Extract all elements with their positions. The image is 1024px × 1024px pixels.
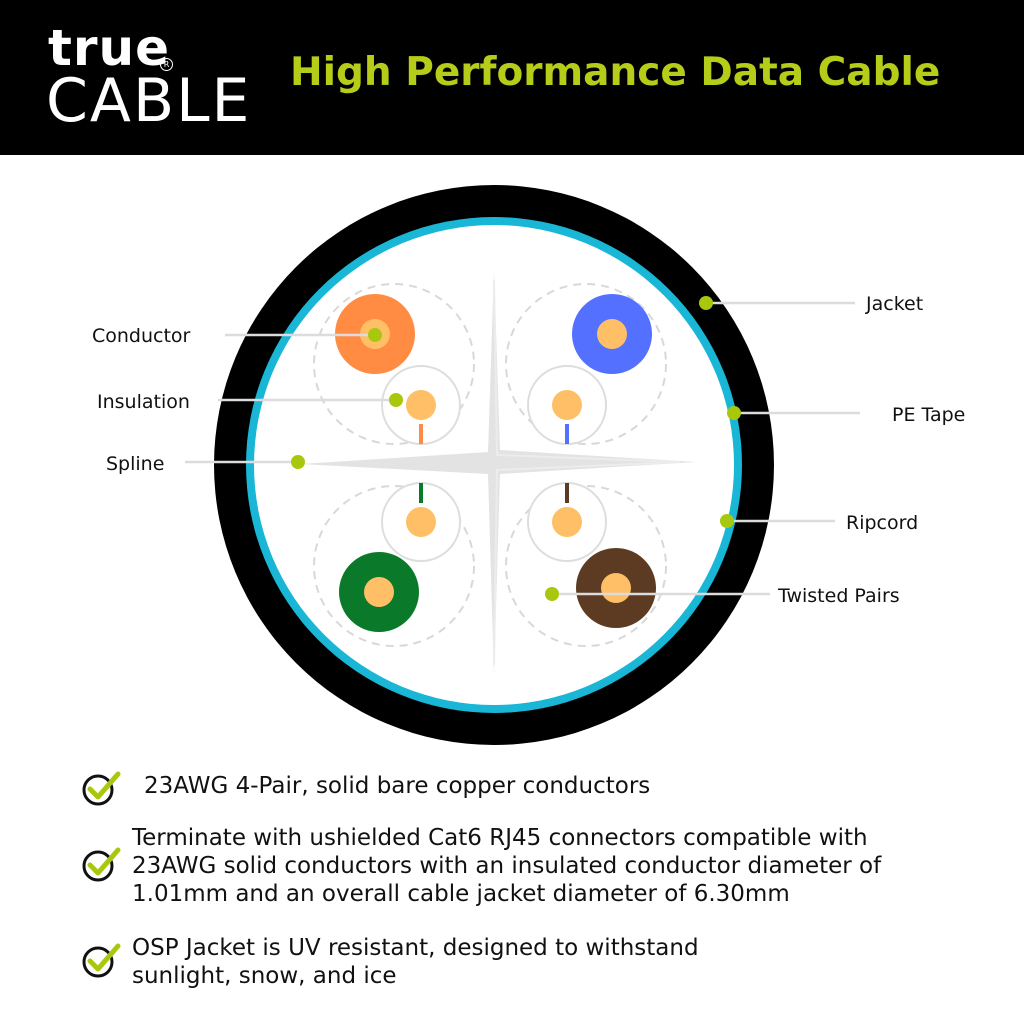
pair-outline-green — [313, 485, 475, 647]
jacket-callout-dot — [699, 296, 713, 310]
check-icon — [82, 847, 121, 882]
feature-text: OSP Jacket is UV resistant, designed to … — [132, 935, 699, 989]
label-pe-tape: PE Tape — [892, 404, 965, 426]
logo-cable-text: CABLE — [46, 66, 252, 136]
logo-true-text: true — [48, 19, 171, 77]
label-spline: Spline — [106, 453, 164, 475]
pair-outline-brown — [505, 485, 667, 647]
check-icon — [82, 771, 121, 806]
label-twisted-pairs: Twisted Pairs — [777, 585, 900, 607]
page-title: High Performance Data Cable — [290, 50, 941, 95]
registered-mark-icon: R — [160, 58, 173, 71]
feature-item: 23AWG 4-Pair, solid bare copper conducto… — [80, 768, 980, 808]
twisted-pairs-callout-dot — [545, 587, 559, 601]
pe-tape-callout-dot — [727, 406, 741, 420]
spline — [300, 270, 696, 676]
ripcord-callout-dot — [720, 514, 734, 528]
spline-callout-dot — [291, 455, 305, 469]
pair-outline-blue — [505, 283, 667, 445]
feature-item: OSP Jacket is UV resistant, designed to … — [80, 934, 980, 994]
label-ripcord: Ripcord — [846, 512, 918, 534]
label-insulation: Insulation — [97, 391, 190, 413]
check-icon — [82, 943, 121, 978]
feature-text: Terminate with ushielded Cat6 RJ45 conne… — [132, 825, 882, 907]
label-conductor: Conductor — [92, 325, 191, 347]
label-jacket: Jacket — [865, 293, 923, 315]
pair-outline-orange — [313, 283, 475, 445]
small-conductors — [381, 365, 607, 562]
header-banner: true R CABLE High Performance Data Cable — [0, 0, 1024, 155]
pair-outlines — [313, 283, 667, 647]
insulation-callout-dot — [389, 393, 403, 407]
feature-text: 23AWG 4-Pair, solid bare copper conducto… — [144, 773, 651, 799]
callout-dots — [291, 296, 741, 601]
callout-lines — [185, 301, 860, 596]
feature-item: Terminate with ushielded Cat6 RJ45 conne… — [80, 824, 980, 914]
cable-cross-section-diagram: Conductor Insulation Spline Jacket PE Ta… — [92, 185, 965, 745]
conductor-callout-dot — [368, 328, 382, 342]
